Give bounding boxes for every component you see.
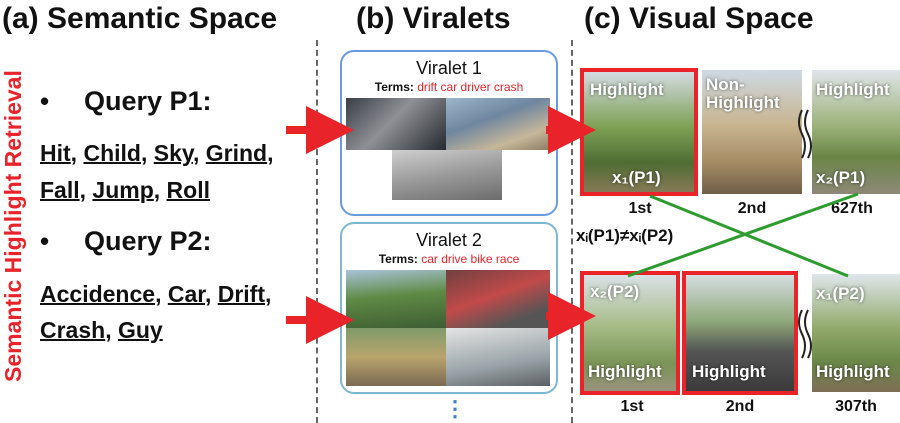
viralet-1-panel: Viralet 1 Terms: drift car driver crash [340, 50, 558, 216]
viralet-2-panel: Viralet 2 Terms: car drive bike race [340, 222, 558, 394]
more-viralets-dots: ⋮ [444, 396, 466, 421]
bottom-rank-2: 2nd [725, 398, 755, 415]
top-rank-3: 627th [831, 200, 873, 217]
top-image-3-label: Highlight [816, 80, 890, 99]
terms-label: Terms: [374, 80, 414, 94]
bottom-rank-3: 307th [835, 398, 877, 415]
top-rank-1: 1st [628, 200, 652, 217]
term: Child [83, 140, 141, 166]
viralet-2-terms-text: car drive bike race [421, 252, 520, 266]
top-image-2-label: Non- Highlight [706, 75, 780, 112]
term: Accidence [40, 281, 156, 307]
viralet-1-terms-text: drift car driver crash [417, 80, 524, 94]
viralet-2-terms: Terms: car drive bike race [342, 252, 556, 266]
term: Roll [166, 177, 210, 203]
bottom-image-2-highlight-box [682, 271, 798, 395]
query-p1-title: Query P1: [84, 86, 212, 116]
bottom-image-1 [583, 274, 677, 392]
viralet-1-thumb-3 [392, 150, 502, 200]
terms-label: Terms: [378, 252, 418, 266]
top-rank-2: 2nd [737, 200, 767, 217]
term: Jump [92, 177, 154, 203]
viralet-2-thumb-4 [446, 328, 550, 386]
viralet-1-title: Viralet 1 [416, 58, 482, 78]
break-mark-bottom-a [798, 309, 806, 359]
viralet-1-thumb-2 [446, 98, 550, 150]
query-p2-terms-line1: Accidence, Car, Drift, [40, 281, 272, 307]
top-image-2 [702, 70, 802, 194]
term: Guy [117, 317, 163, 343]
break-mark-top-a [798, 109, 806, 159]
green-link-x2 [627, 192, 859, 278]
query-p2-terms-line2: Crash, Guy [40, 317, 163, 343]
bottom-image-3-sub: x₁(P2) [816, 284, 865, 303]
bottom-image-3-label: Highlight [816, 362, 890, 381]
green-link-x1 [649, 194, 849, 278]
viralet-2-thumb-3 [346, 328, 446, 386]
viralet-2-thumb-1 [346, 270, 446, 328]
section-b-title: (b) Viralets [356, 2, 511, 35]
inequality-label: xᵢ(P1)≠xᵢ(P2) [576, 226, 674, 245]
top-image-1 [582, 70, 696, 194]
viralet-2-thumb-2 [446, 270, 550, 328]
term: Sky [153, 140, 193, 166]
separator-right [571, 40, 573, 423]
query-p1-terms-line2: Fall, Jump, Roll [40, 177, 210, 203]
term: Grind [205, 140, 268, 166]
term: Hit [40, 140, 71, 166]
separator-left [316, 40, 318, 423]
bottom-rank-1: 1st [620, 398, 644, 415]
bottom-image-1-label: Highlight [588, 362, 662, 381]
section-a-title: (a) Semantic Space [2, 2, 278, 35]
term: Drift [217, 281, 265, 307]
bullet-p2: • [40, 226, 50, 256]
bullet-p1: • [40, 86, 50, 116]
bottom-image-2-label: Highlight [692, 362, 766, 381]
top-image-1-sub: x₁(P1) [612, 168, 661, 187]
break-mark-top-b [804, 109, 812, 159]
viralet-1-terms: Terms: drift car driver crash [342, 80, 556, 94]
top-image-1-label: Highlight [590, 80, 664, 99]
bottom-image-1-sub: x₂(P2) [590, 282, 640, 301]
viralet-2-title: Viralet 2 [416, 230, 482, 250]
viralet-1-thumb-1 [346, 98, 446, 150]
term: Car [167, 281, 205, 307]
break-mark-bottom-b [804, 309, 812, 359]
query-p1-terms-line1: Hit, Child, Sky, Grind, [40, 140, 274, 166]
top-image-3-sub: x₂(P1) [816, 168, 866, 187]
term: Crash [40, 317, 106, 343]
query-p2-title: Query P2: [84, 226, 212, 256]
bottom-image-2 [685, 274, 795, 392]
section-c-title: (c) Visual Space [584, 2, 814, 35]
top-image-3 [812, 70, 900, 194]
bottom-image-3 [812, 274, 900, 392]
term: Fall [40, 177, 80, 203]
